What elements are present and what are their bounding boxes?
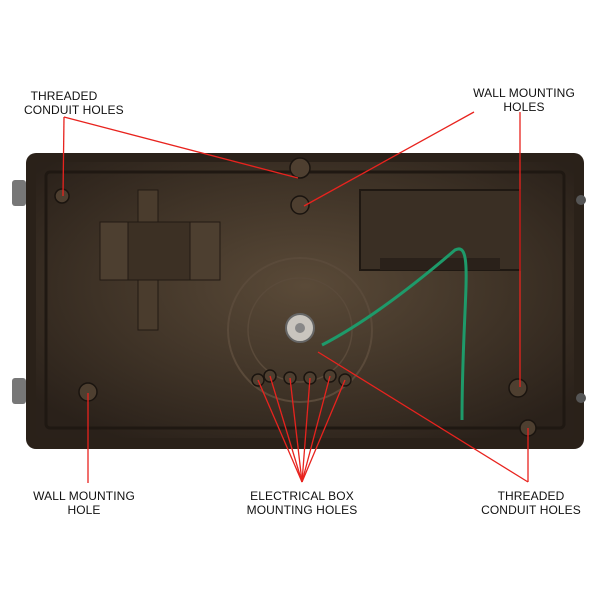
- label-line: THREADED: [497, 489, 565, 503]
- label-wall-mounting-bottom-left: WALL MOUNTING HOLE: [24, 489, 144, 517]
- label-line: WALL MOUNTING: [33, 489, 135, 503]
- leader-ebox-1: [257, 379, 303, 483]
- bosses: [54, 157, 537, 437]
- leader-threaded-tl-b: [63, 116, 299, 179]
- label-line: MOUNTING HOLES: [246, 503, 358, 517]
- label-line: THREADED: [30, 89, 98, 103]
- label-line: CONDUIT HOLES: [481, 503, 581, 517]
- label-wall-mounting-top-right: WALL MOUNTING HOLES: [456, 86, 592, 114]
- leader-ebox-6: [301, 379, 346, 483]
- leader-ebox-2: [269, 375, 303, 483]
- knockout-ring: [227, 257, 373, 403]
- label-electrical-box-mounting: ELECTRICAL BOX MOUNTING HOLES: [232, 489, 372, 517]
- ground-wire: [321, 247, 468, 421]
- label-line: CONDUIT HOLES: [24, 103, 124, 117]
- label-threaded-conduit-bottom-right: THREADED CONDUIT HOLES: [474, 489, 588, 517]
- label-threaded-conduit-top-left: THREADED CONDUIT HOLES: [24, 89, 124, 117]
- label-line: WALL MOUNTING: [473, 86, 575, 100]
- leader-lines: [62, 111, 529, 483]
- label-line: HOLE: [67, 503, 101, 517]
- leader-ebox-4: [301, 377, 311, 483]
- leader-ebox-5: [301, 375, 331, 483]
- leader-threaded-br-a: [317, 351, 529, 483]
- label-line: ELECTRICAL BOX: [250, 489, 354, 503]
- leader-wall-tr-a: [303, 111, 475, 207]
- mounting-bracket: [99, 189, 221, 331]
- channel-rail: [359, 189, 521, 271]
- label-line: HOLES: [503, 100, 545, 114]
- leader-ebox-3: [289, 377, 303, 483]
- leader-threaded-tl-a: [62, 116, 65, 197]
